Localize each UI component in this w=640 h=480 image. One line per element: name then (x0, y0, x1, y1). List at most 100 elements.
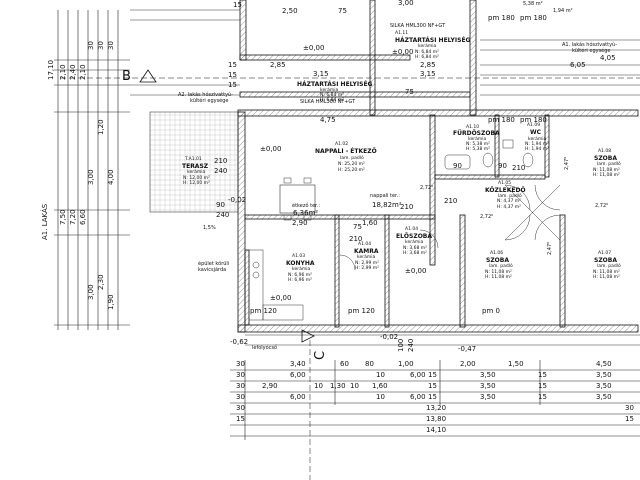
dim-90a: 90 (216, 201, 225, 209)
note-a1-access2: kültéri egysége (572, 48, 611, 54)
vdim-190: 1,90 (107, 294, 115, 310)
room-a101-code: T.A1.01 (185, 157, 202, 162)
level-4: ±0,00 (405, 267, 427, 275)
room-a107-name: SZOBA (594, 257, 617, 264)
level-272b: 2,72⁰ (480, 214, 494, 220)
dim-240: 240 (216, 211, 230, 219)
dim-210c: 210 (349, 235, 363, 243)
note-nappali-v: 18,82m² (372, 201, 402, 209)
room-a101-h: H: 12,00 m² (183, 181, 210, 186)
room-a104b-name: ELŐSZOBA (396, 233, 433, 240)
room-a104b-n: N: 3,68 m² (403, 246, 427, 251)
vdim-210b: 2,10 (79, 64, 87, 80)
level-3: ±0,00 (270, 294, 292, 302)
note-lefolyo: lefolyócső (252, 345, 278, 351)
dim-pm180d: pm 180 (520, 116, 547, 124)
room-a101-n: N: 12,00 m² (183, 176, 210, 181)
level-272a: 2,72⁰ (595, 203, 609, 209)
level-2: ±0,00 (260, 145, 282, 153)
room-a109-n: N: 1,94 m² (525, 142, 549, 147)
room-a109-h: H: 1,94 m² (525, 147, 549, 152)
vdim-15a: 15 (228, 61, 237, 69)
room-a101-mat: kerámia (187, 170, 206, 175)
dim-290: 2,90 (292, 219, 308, 227)
dim-605: 6,05 (570, 61, 586, 69)
room-a103-n: N: 6,96 m² (288, 273, 312, 278)
bottom-dim-r1-c2: 10 (376, 371, 385, 379)
level-m002b: -0,02 (380, 333, 399, 341)
dim-210f: 210 (444, 197, 458, 205)
room-a104-mat: kerámia (357, 255, 376, 260)
note-lakas: A1. LAKÁS (41, 203, 49, 240)
vdim-240: 2,40 (69, 64, 77, 80)
bottom-dim-r4-c2: 30 (625, 404, 634, 412)
dim-75b: 75 (353, 223, 362, 231)
vdim-30a: 30 (87, 41, 95, 50)
dim-475: 4,75 (320, 116, 336, 124)
dim-top-pm180b: pm 180 (520, 14, 547, 22)
room-a106-name: SZOBA (486, 257, 509, 264)
level-247a: 2,47⁰ (564, 156, 570, 170)
bottom-dim-r3-c3: 6,00 (410, 393, 426, 401)
room-a104-h: H: 2,99 m² (355, 266, 379, 271)
room-a104-n: N: 2,99 m² (355, 261, 379, 266)
dim-top-194: 1,94 m² (553, 8, 573, 14)
room-a106-mat: lam. padló (489, 264, 513, 269)
bottom-dim-r3-c1: 6,00 (290, 393, 306, 401)
dim-405: 4,05 (600, 54, 616, 62)
room-a111-h: H: 6,84 m² (415, 55, 439, 60)
dim-315a: 3,15 (313, 70, 329, 78)
room-a104b-code: A1.04 (405, 227, 419, 232)
room-a106-h: H: 11,08 m² (485, 275, 512, 280)
vdim-210: 2,10 (59, 64, 67, 80)
level-m047: -0,47 (458, 345, 477, 353)
dim-210a: 210 (214, 157, 228, 165)
vdim-300: 3,00 (87, 169, 95, 185)
dim-top-15: 15 (233, 1, 242, 9)
bottom-dim-r2-c2: 10 (314, 382, 323, 390)
bottom-dim-r5-c2: 15 (625, 415, 634, 423)
dim-top-300: 3,00 (398, 0, 414, 7)
level-m002: -0,02 (228, 196, 247, 204)
note-kavics: kavicsjárda (198, 267, 227, 273)
section-b: B (122, 69, 131, 84)
room-a104-name: KAMRA (354, 248, 379, 255)
dim-pm0: pm 0 (482, 307, 500, 315)
bottom-dim-r2-c4: 10 (350, 382, 359, 390)
room-a107-mat: lam. padló (597, 264, 621, 269)
dim-100: 100 (397, 338, 405, 352)
room-a105-n: N: 4,37 m² (497, 199, 521, 204)
room-a107-code: A1.07 (598, 251, 612, 256)
dim-pm120b: pm 120 (348, 307, 375, 315)
dim-pm180c: pm 180 (488, 116, 515, 124)
vdim-30b: 30 (97, 41, 105, 50)
section-marker-c (301, 329, 315, 343)
bottom-dim-r0-c1: 3,40 (290, 360, 306, 368)
dim-pm120a: pm 120 (250, 307, 277, 315)
note-etkezo-v: 6,36m² (293, 209, 319, 217)
bottom-dim-r0-c4: 1,00 (398, 360, 414, 368)
bottom-dim-r1-c0: 30 (236, 371, 245, 379)
dim-90d: 90 (453, 162, 462, 170)
bottom-dim-r1-c3: 6,00 (410, 371, 426, 379)
vdim-15c: 15 (228, 81, 237, 89)
bottom-dim-r3-c4: 15 (428, 393, 437, 401)
bottom-dim-r0-c3: 80 (365, 360, 374, 368)
bottom-dim-r0-c7: 4,50 (596, 360, 612, 368)
room-a104-code: A1.04 (358, 242, 372, 247)
dim-285b: 2,85 (420, 61, 436, 69)
room-a107-h: H: 11,08 m² (593, 275, 620, 280)
dim-285: 2,85 (270, 61, 286, 69)
vdim-660: 6,60 (79, 209, 87, 225)
room-a105-name: KÖZLEKEDŐ (485, 187, 526, 194)
room-a112-h: H: 6,84 m² (320, 98, 344, 103)
bottom-dim-r3-c0: 30 (236, 393, 245, 401)
dim-top-538: 5,38 m² (523, 1, 543, 7)
bottom-dim-r2-c7: 3,50 (480, 382, 496, 390)
level-272c: 2,72⁰ (420, 185, 434, 191)
room-a104b-mat: kerámia (405, 240, 424, 245)
room-a112-mat: kerámia (320, 88, 339, 93)
room-a110-mat: kerámia (468, 137, 487, 142)
bottom-dim-r0-c0: 30 (236, 360, 245, 368)
vdim-230: 2,30 (97, 274, 105, 290)
